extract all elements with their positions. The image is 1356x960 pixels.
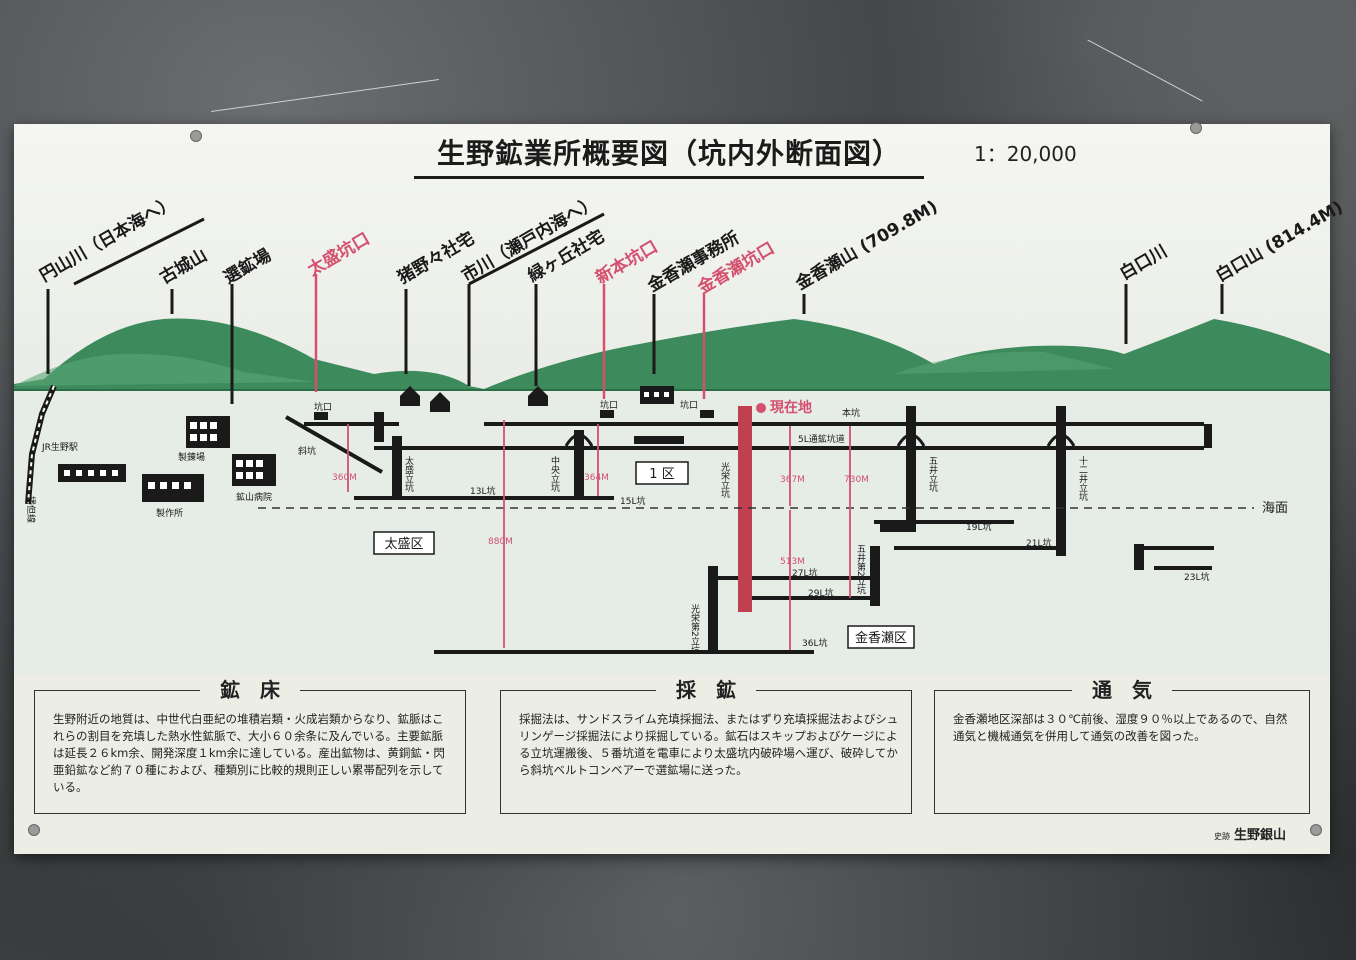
house-icon (400, 386, 420, 406)
house-icon (528, 386, 548, 406)
shaft-step (1134, 544, 1144, 570)
shaft-arch (1046, 433, 1076, 447)
label-district-kanagase: 金香瀬区 (855, 630, 907, 646)
label-juni-shaft: 十二井立坑 (1077, 455, 1088, 502)
pointer-enzan-river (73, 217, 205, 286)
screw (190, 130, 202, 142)
goi-shaft (906, 406, 916, 530)
label-koei-2-shaft: 光栄第2立坑 (689, 603, 700, 656)
label-goi-2-shaft: 五井第2立坑 (855, 544, 866, 596)
taisei-cross (374, 412, 384, 442)
label-seisaku: 製作所 (156, 507, 183, 519)
chuo-shaft (574, 430, 584, 500)
label-hospital: 鉱山病院 (236, 491, 272, 503)
label-incline: 斜坑 (298, 445, 316, 457)
sign-board: 生野鉱業所概要図（坑内外断面図） 1：20,000 (14, 122, 1346, 854)
label-d364: 364M (584, 473, 609, 483)
goi-2-shaft (870, 546, 880, 606)
entrance-box (600, 410, 614, 418)
label-taisei-shaft: 太盛立坑 (403, 455, 414, 493)
screw (1310, 824, 1322, 836)
koei-2-shaft (708, 566, 718, 654)
panel-title: 鉱 床 (200, 677, 300, 703)
panel-tsuki: 通 気 金香瀬地区深部は３０℃前後、湿度９０％以上であるので、自然通気と機械通気… (934, 677, 1310, 814)
mountain-ridge-light (894, 351, 1114, 374)
panel-body: 生野附近の地質は、中世代白亜紀の堆積岩類・火成岩類からなり、鉱脈はこれらの割目を… (53, 712, 445, 794)
label-adit: 坑口 (680, 399, 698, 411)
entrance-box (700, 410, 714, 418)
mountain-ridge-light (14, 353, 314, 386)
label-senkojo: 選鉱場 (220, 245, 275, 289)
label-seiren: 製錬場 (178, 451, 205, 463)
label-kojo-yama: 古城山 (156, 245, 211, 289)
panel-kosho: 鉱 床 生野附近の地質は、中世代白亜紀の堆積岩類・火成岩類からなり、鉱脈はこれら… (34, 677, 466, 814)
title-text: 生野鉱業所概要図（坑内外断面図） (436, 137, 901, 170)
label-level-36: 36L坑 (802, 637, 827, 649)
panel-saiko: 採 鉱 採掘法は、サンドスライム充填採掘法、またはずり充填採掘法およびシュリンゲ… (500, 677, 912, 814)
title-underline (414, 176, 924, 179)
label-level-15: 15L坑 (620, 495, 645, 507)
label-shirakuchi-mountain: 白口山 (814.4M) (1212, 197, 1346, 287)
panel-body: 採掘法は、サンドスライム充填採掘法、またはずり充填採掘法およびシュリンゲージ採掘… (519, 712, 899, 777)
shaft-arch (564, 433, 594, 447)
label-level-5: 5L通鉱坑道 (798, 433, 845, 445)
train (634, 436, 684, 444)
label-adit: 坑口 (600, 399, 618, 411)
label-chuo-shaft: 中央立坑 (549, 455, 560, 493)
label-koei-shaft: 光栄立坑 (719, 461, 730, 499)
panel-body: 金香瀬地区深部は３０℃前後、湿度９０％以上であるので、自然通気と機械通気を併用し… (953, 712, 1288, 743)
district-taisei-box (373, 531, 435, 555)
seiren-building (186, 416, 230, 448)
label-adit: 坑口 (314, 401, 332, 413)
description-area (14, 674, 1330, 854)
label-level-21: 21L坑 (1026, 537, 1051, 549)
map-scale: 1：20,000 (974, 142, 1077, 166)
koei-shaft-red (738, 406, 752, 612)
label-sea-level: 海面 (1262, 501, 1288, 516)
mine-cross-section-diagram: 円山川（日本海へ） 古城山 選鉱場 太盛坑口 猪野々社宅 市川（瀬戸内海へ） 緑… (14, 192, 1346, 656)
current-location-dot (756, 403, 766, 413)
district-1-box (635, 461, 689, 485)
district-kanagase-box (847, 625, 915, 649)
panel-title: 採 鉱 (656, 677, 756, 703)
screw (28, 824, 40, 836)
house-icon (430, 392, 450, 412)
label-taisei-entrance: 太盛坑口 (304, 228, 373, 280)
credit-text: 生野銀山 (1234, 828, 1287, 843)
label-level-29: 29L坑 (808, 587, 833, 599)
label-level-13: 13L坑 (470, 485, 495, 497)
page-title: 生野鉱業所概要図（坑内外断面図） (414, 134, 924, 179)
panel-title: 通 気 (1072, 677, 1172, 703)
juni-shaft (1056, 406, 1066, 556)
label-d513: 513M (780, 557, 805, 567)
pointer-ichikawa (468, 212, 605, 286)
credit-small: 史跡 (1214, 832, 1230, 841)
shaft-stub (1204, 424, 1212, 448)
label-d360: 360M (332, 473, 357, 483)
label-district-taisei: 太盛区 (384, 537, 423, 552)
label-railway: 播但線 (25, 496, 37, 523)
label-level-23: 23L坑 (1184, 571, 1209, 583)
hospital-building (232, 454, 276, 486)
credit-mark: 史跡生野銀山 (1214, 824, 1286, 843)
label-level-27: 27L坑 (792, 567, 817, 579)
entrance-box (314, 412, 328, 420)
label-district-1: 1 区 (649, 467, 674, 482)
label-kanagase-mountain: 金香瀬山 (709.8M) (791, 196, 941, 295)
label-main-adit: 本坑 (842, 407, 860, 419)
goi-connector (880, 522, 916, 532)
shaft-arch (896, 433, 926, 447)
label-d730: 730M (844, 475, 869, 485)
label-d367: 367M (780, 475, 805, 485)
label-level-19: 19L坑 (966, 521, 991, 533)
label-goi-shaft: 五井立坑 (927, 456, 938, 493)
label-d880: 880M (488, 537, 513, 547)
incline-shaft (285, 415, 383, 474)
label-station: JR生野駅 (41, 441, 78, 453)
label-shirakuchi-river: 白口川 (1116, 241, 1171, 285)
screw (1190, 122, 1202, 134)
label-current-location: 現在地 (770, 399, 812, 416)
taisei-shaft (392, 436, 402, 500)
